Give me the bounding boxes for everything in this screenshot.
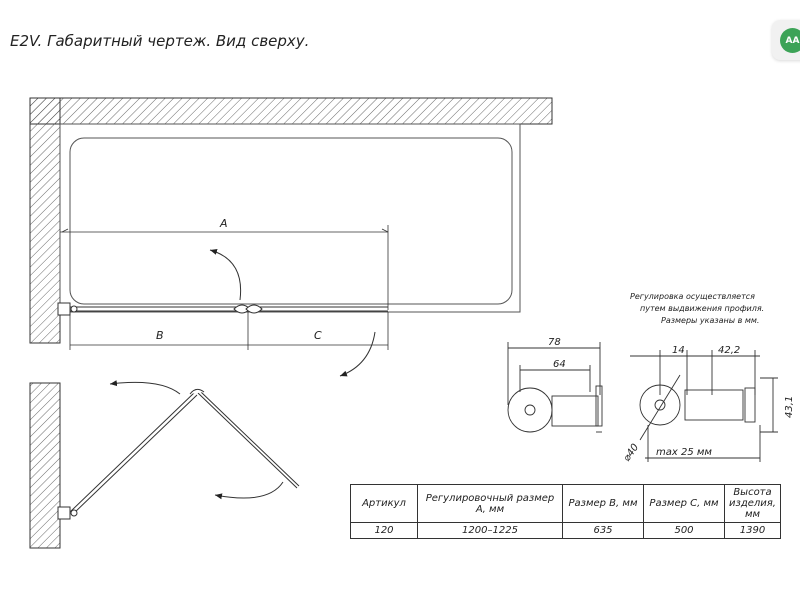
dim-78-label: 78 <box>548 337 561 348</box>
header-size-b: Размер В, мм <box>562 484 644 523</box>
cell-size-c: 500 <box>643 522 725 539</box>
folded-panels <box>57 380 300 520</box>
profile-detail-1 <box>507 342 603 433</box>
dim-14-label: 14 <box>672 345 685 356</box>
dim-42-2-label: 42,2 <box>718 345 740 356</box>
header-adjust-size: Регулировочный размер А, мм <box>417 484 563 523</box>
cell-adjust-size: 1200–1225 <box>417 522 563 539</box>
page-title: E2V. Габаритный чертеж. Вид сверху. <box>10 32 310 50</box>
dim-43-1-label: 43,1 <box>784 396 795 418</box>
table-header-row: Артикул Регулировочный размер А, мм Разм… <box>350 484 781 523</box>
note-line-1: Регулировка осуществляется <box>630 292 755 301</box>
dim-64-label: 64 <box>553 359 566 370</box>
wall-top-view <box>29 97 553 344</box>
cell-size-b: 635 <box>562 522 644 539</box>
rotation-arrows-top <box>209 249 376 377</box>
header-size-c: Размер С, мм <box>643 484 725 523</box>
note-line-2: путем выдвижения профиля. <box>640 304 764 313</box>
dimension-a <box>60 225 389 310</box>
dim-a-label: A <box>219 217 228 230</box>
spec-table: Артикул Регулировочный размер А, мм Разм… <box>350 484 781 539</box>
header-height: Высота изделия, мм <box>724 484 781 523</box>
cell-article: 120 <box>350 522 418 539</box>
dim-d40-label: ⌀40 <box>621 442 641 464</box>
profile-detail-2 <box>630 350 778 462</box>
avatar-initials: AA <box>780 28 800 53</box>
table-row: 120 1200–1225 635 500 1390 <box>350 522 781 539</box>
dim-max-label: max 25 мм <box>656 447 712 458</box>
bathtub-outline <box>59 123 521 313</box>
glass-panels <box>57 302 388 316</box>
cell-height: 1390 <box>724 522 781 539</box>
dim-b-label: B <box>156 329 164 342</box>
dimension-bc <box>69 312 389 350</box>
note-line-3: Размеры указаны в мм. <box>661 316 759 325</box>
wall-folded-view <box>29 382 61 549</box>
dim-c-label: C <box>314 329 322 342</box>
user-avatar[interactable]: AA <box>772 20 800 60</box>
header-article: Артикул <box>350 484 418 523</box>
